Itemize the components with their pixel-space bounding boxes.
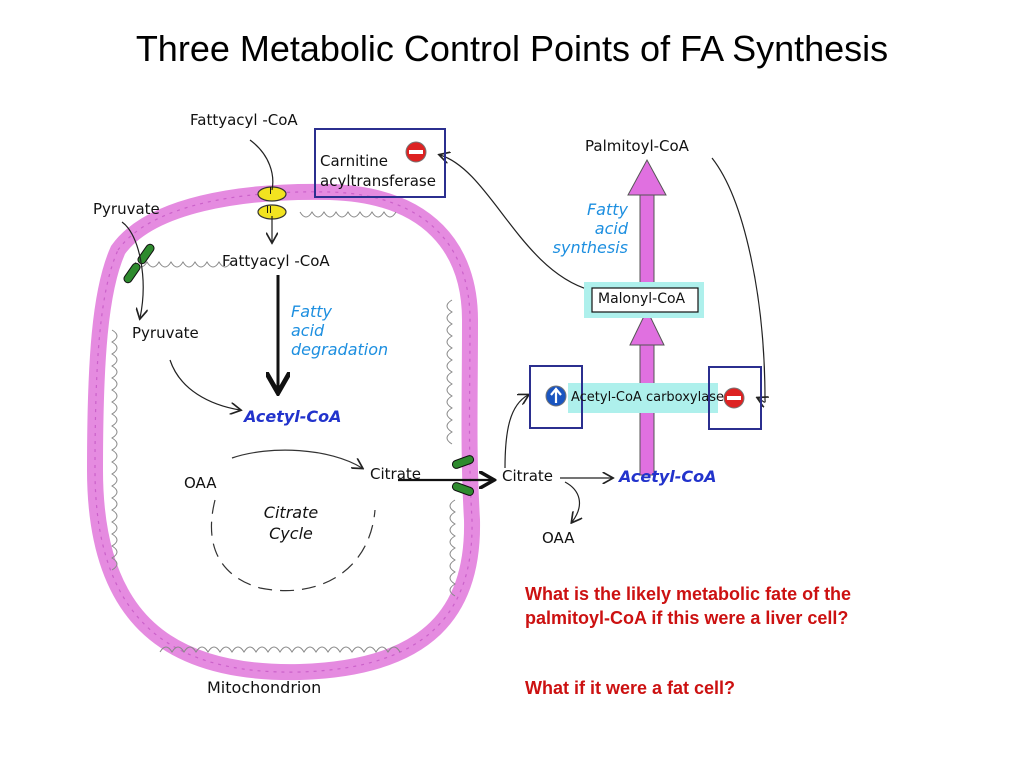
carnitine-transporter [257, 186, 287, 220]
pyruvate-outer-label: Pyruvate [93, 200, 160, 218]
pyruvate-to-acetyl-arrow [169, 359, 240, 410]
citrate-activates-acc-arrow [504, 395, 528, 469]
malonyl-coa-box [591, 287, 699, 313]
transporter-one-label: I [269, 186, 272, 197]
palmitoyl-inhibits-acc-arrow [758, 398, 765, 402]
acc-highlight [568, 383, 718, 413]
fattyacyl-entry-arrow [249, 139, 274, 191]
fattyacyl-coa-inner-label: Fattyacyl -CoA [222, 252, 330, 270]
page-title: Three Metabolic Control Points of FA Syn… [135, 28, 889, 69]
mitochondrion-membrane [87, 183, 481, 681]
question-liver-cell: What is the likely metabolic fate of the… [525, 584, 852, 628]
carnitine-acyltransferase-box [314, 128, 446, 198]
acc-inhibit-icon [723, 387, 745, 409]
mitochondrion-label: Mitochondrion [207, 678, 322, 697]
palmitoyl-feedback-line [711, 157, 766, 401]
oaa-outer-label: OAA [542, 529, 575, 547]
acetyl-coa-inner-label: Acetyl-CoA [244, 407, 342, 426]
citrate-to-oaa-arrow [564, 481, 579, 522]
pyruvate-inner-label: Pyruvate [132, 324, 199, 342]
fatty-acid-synthesis-label: Fatty acid synthesis [552, 200, 628, 257]
acc-activate-icon [545, 385, 567, 407]
oaa-inner-label: OAA [184, 474, 217, 492]
citrate-inner-label: Citrate [370, 465, 421, 483]
malonyl-coa-label: Malonyl-CoA [598, 291, 686, 307]
citrate-cycle-loop [210, 499, 376, 592]
citrate-outer-label: Citrate [502, 467, 553, 485]
question-fat-cell: What if it were a fat cell? [525, 678, 736, 698]
carnitine-acyltransferase-label: Carnitine acyltransferase [320, 152, 436, 190]
acetyl-coa-carboxylase-label: Acetyl-CoA carboxylase [571, 390, 724, 405]
transporter-two-label: II [266, 205, 272, 216]
acc-activator-box [529, 365, 583, 429]
pyruvate-entry-arrow [121, 221, 143, 318]
acetyl-coa-outer-label: Acetyl-CoA [619, 467, 717, 486]
fattyacyl-coa-outer-label: Fattyacyl -CoA [190, 111, 298, 129]
acetyl-to-citrate-arrow [231, 449, 362, 468]
citrate-transporter [451, 455, 475, 496]
malonyl-inhibits-cat-arrow [440, 155, 591, 291]
cat-inhibit-icon [405, 141, 427, 163]
palmitoyl-coa-label: Palmitoyl-CoA [585, 137, 689, 155]
citrate-cycle-label: Citrate Cycle [263, 503, 319, 543]
pyruvate-transporter [123, 243, 155, 284]
fatty-acid-degradation-label: Fatty acid degradation [291, 302, 389, 359]
acc-inhibitor-box [708, 366, 762, 430]
